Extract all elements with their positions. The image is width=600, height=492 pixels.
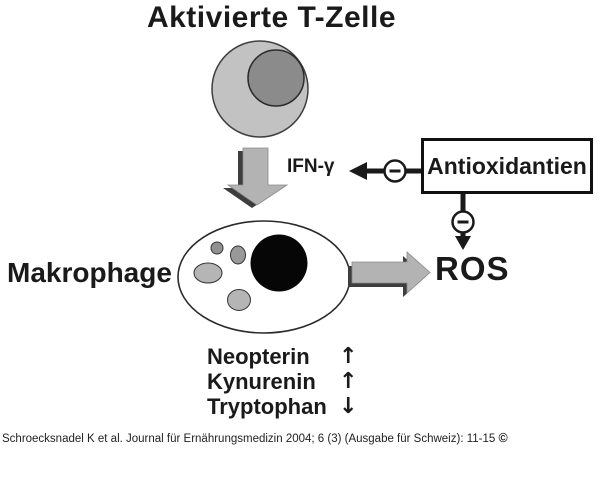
metabolite-list: Neopterin ↑ Kynurenin ↑ Tryptophan ↓ — [207, 344, 357, 419]
ifn-gamma-label: IFN-γ — [287, 156, 335, 177]
inhibition-arrow-ifn — [349, 159, 421, 183]
metabolite-kynurenin: Kynurenin — [207, 369, 316, 394]
macrophage-label: Makrophage — [7, 257, 172, 288]
diagram-title: Aktivierte T-Zelle — [146, 1, 397, 34]
antioxidants-label: Antioxidantien — [427, 152, 587, 179]
t-cell-nucleus — [247, 49, 305, 107]
arrowhead-left-icon — [349, 162, 367, 180]
up-arrow-icon: ↑ — [339, 344, 358, 369]
down-block-arrow-body — [226, 147, 289, 206]
up-arrow-icon: ↑ — [339, 369, 358, 394]
metabolite-tryptophan: Tryptophan — [207, 394, 327, 419]
down-arrow-icon: ↓ — [339, 394, 358, 419]
inhibition-arrow-ros — [451, 193, 475, 250]
arrowhead-down-icon — [455, 236, 471, 250]
right-block-arrow-icon — [348, 251, 431, 297]
antioxidants-box: Antioxidantien — [421, 138, 593, 194]
down-block-arrow-icon — [223, 147, 289, 208]
organelle-large — [193, 262, 223, 284]
macrophage-nucleus — [250, 234, 308, 292]
metabolite-neopterin: Neopterin — [207, 344, 310, 369]
macrophage-graphic — [177, 220, 351, 334]
copyright-icon: © — [498, 431, 508, 445]
citation: Schroecksnadel K et al. Journal für Ernä… — [2, 431, 508, 445]
organelle-oval — [230, 245, 246, 265]
t-cell-graphic — [211, 40, 309, 138]
ros-label: ROS — [435, 250, 510, 287]
organelle-small — [210, 241, 224, 255]
right-block-arrow-body — [351, 251, 431, 294]
organelle-bottom — [227, 289, 251, 311]
citation-text: Schroecksnadel K et al. Journal für Ernä… — [2, 433, 499, 445]
